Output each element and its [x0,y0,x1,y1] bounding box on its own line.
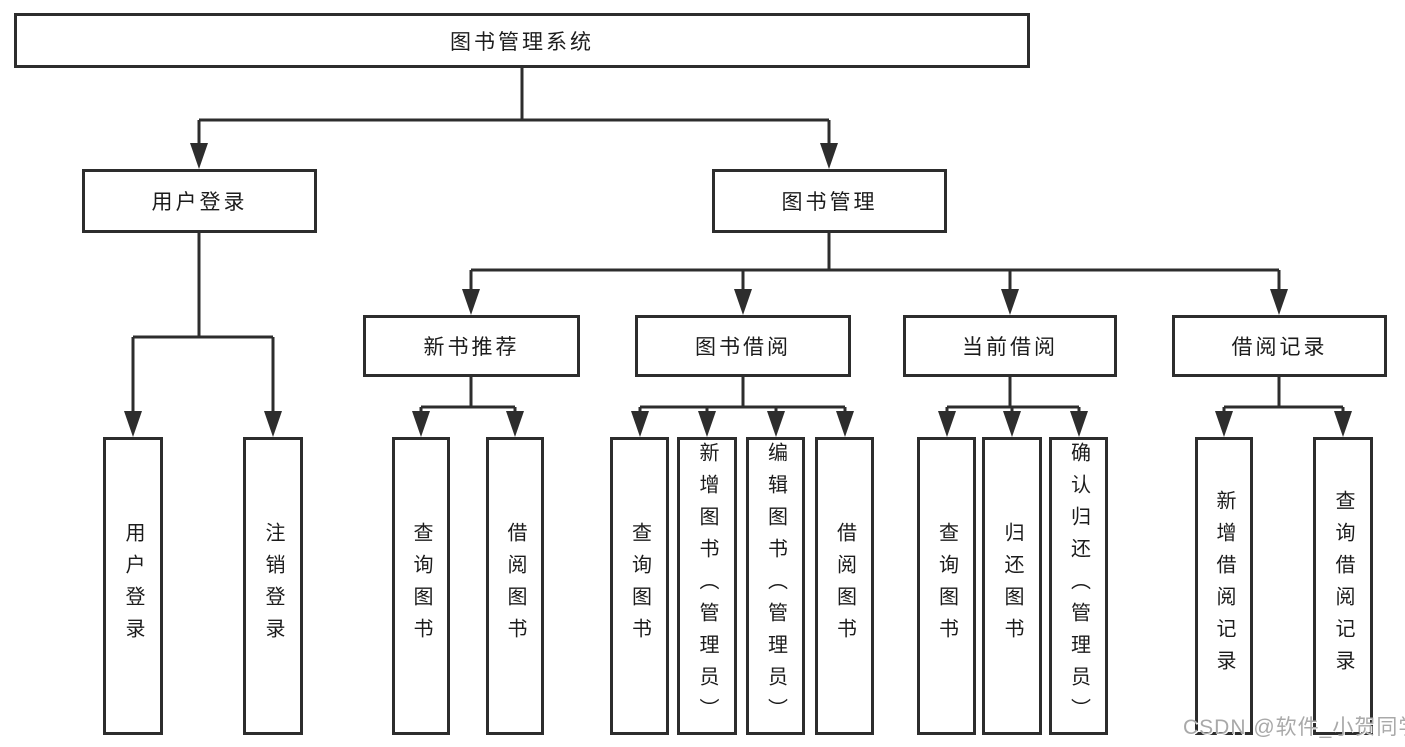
arrow-down-icon [1001,289,1019,315]
node-book-management: 图书管理 [712,169,947,233]
leaf-label: 借阅图书 [833,522,856,650]
leaf-query-borrow-record: 查询借阅记录 [1313,437,1373,735]
leaf-label: 编辑图书（管理员） [764,442,787,730]
arrow-down-icon [1270,289,1288,315]
connector-root-to-level2 [190,68,838,169]
node-borrowing-records: 借阅记录 [1172,315,1387,377]
node-book-borrowing: 图书借阅 [635,315,851,377]
arrow-down-icon [1334,411,1352,437]
leaf-label: 查询借阅记录 [1332,490,1354,682]
connector-book-management-children [462,233,1288,315]
leaf-label: 确认归还（管理员） [1067,442,1090,730]
leaf-user-login: 用户登录 [103,437,163,735]
leaf-label: 注销登录 [262,522,284,650]
leaf-label: 新增借阅记录 [1213,490,1235,682]
arrow-down-icon [767,411,785,437]
arrow-down-icon [124,411,142,437]
leaf-query-books-current: 查询图书 [917,437,976,735]
arrow-down-icon [506,411,524,437]
node-library-management-system: 图书管理系统 [14,13,1030,68]
leaf-add-borrow-record: 新增借阅记录 [1195,437,1253,735]
arrow-down-icon [264,411,282,437]
leaf-edit-books-admin: 编辑图书（管理员） [746,437,805,735]
connector-book-borrow-children [631,377,854,437]
leaf-query-books-borrow: 查询图书 [610,437,669,735]
connector-user-login-children [124,233,282,437]
csdn-watermark: CSDN @软件_小贺同学 [1183,716,1405,739]
arrow-down-icon [1003,411,1021,437]
arrow-down-icon [190,143,208,169]
arrow-down-icon [1215,411,1233,437]
leaf-logout: 注销登录 [243,437,303,735]
leaf-borrow-books-recommend: 借阅图书 [486,437,544,735]
arrow-down-icon [462,289,480,315]
leaf-label: 新增图书（管理员） [696,442,718,730]
arrow-down-icon [836,411,854,437]
node-user-login: 用户登录 [82,169,317,233]
leaf-query-books-recommend: 查询图书 [392,437,450,735]
leaf-label: 查询图书 [410,522,432,650]
leaf-label: 归还图书 [1001,522,1023,650]
leaf-borrow-books: 借阅图书 [815,437,874,735]
arrow-down-icon [412,411,430,437]
arrow-down-icon [631,411,649,437]
leaf-label: 借阅图书 [504,522,526,650]
node-new-book-recommend: 新书推荐 [363,315,580,377]
arrow-down-icon [938,411,956,437]
leaf-label: 查询图书 [935,522,958,650]
leaf-return-books: 归还图书 [982,437,1042,735]
arrow-down-icon [1070,411,1088,437]
arrow-down-icon [820,143,838,169]
arrow-down-icon [698,411,716,437]
connector-new-book-children [412,377,524,437]
connector-borrow-record-children [1215,377,1352,437]
arrow-down-icon [734,289,752,315]
node-current-borrowing: 当前借阅 [903,315,1117,377]
leaf-confirm-return-admin: 确认归还（管理员） [1049,437,1108,735]
leaf-label: 查询图书 [628,522,651,650]
leaf-label: 用户登录 [122,522,144,650]
leaf-add-books-admin: 新增图书（管理员） [677,437,737,735]
connector-current-borrow-children [938,377,1088,437]
